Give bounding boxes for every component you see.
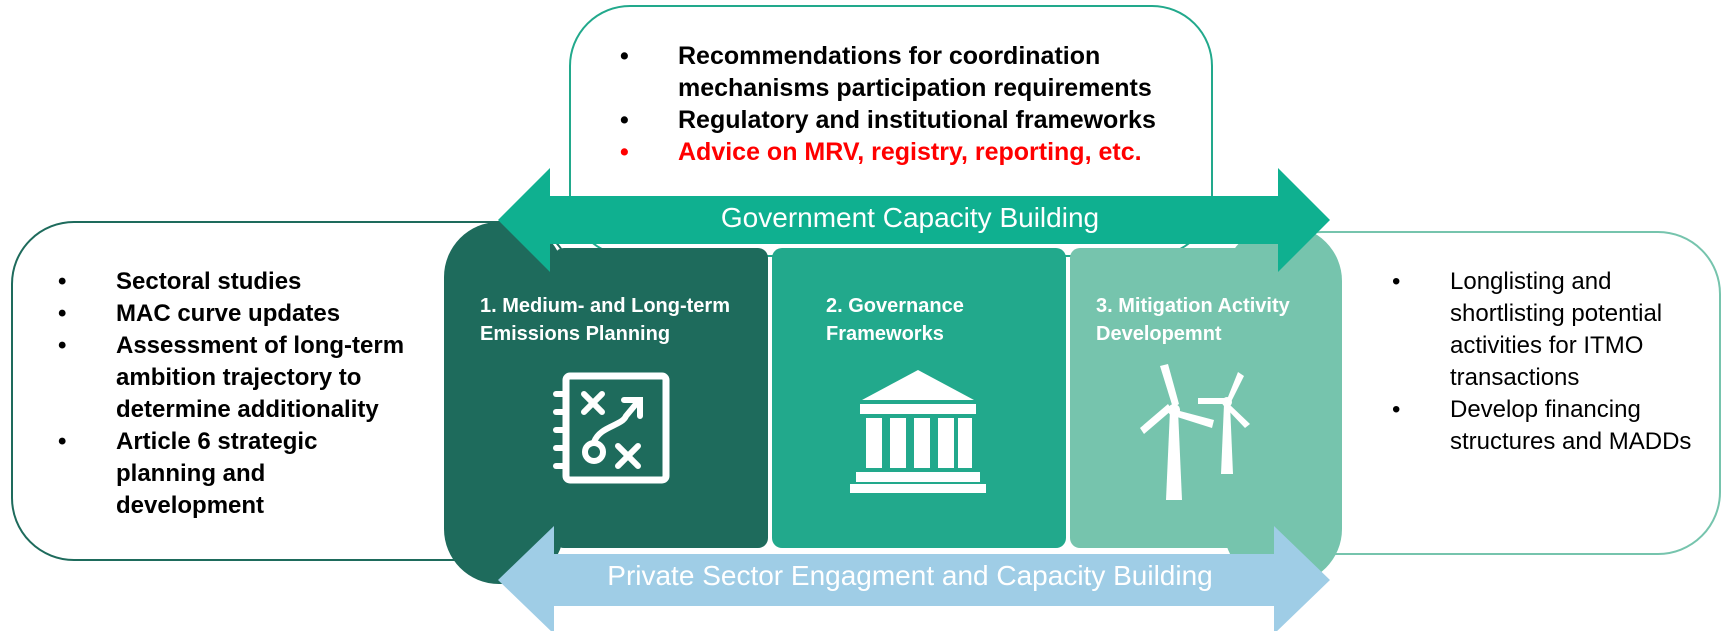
left-list-item: Article 6 strategic planning and develop… bbox=[58, 426, 418, 522]
government-building-icon bbox=[850, 370, 986, 493]
strategy-plan-icon bbox=[553, 372, 670, 484]
right-activity-list: Longlisting and shortlisting potential a… bbox=[1392, 266, 1692, 458]
right-list-item: Longlisting and shortlisting potential a… bbox=[1392, 266, 1692, 394]
right-list-item: Develop financing structures and MADDs bbox=[1392, 394, 1692, 458]
government-capacity-label: Government Capacity Building bbox=[720, 202, 1100, 233]
left-planning-list: Sectoral studies MAC curve updates Asses… bbox=[58, 266, 418, 522]
private-sector-arrow bbox=[498, 526, 1330, 631]
wind-turbine-icon bbox=[1140, 364, 1250, 500]
government-arrow bbox=[498, 168, 1330, 272]
left-pill bbox=[444, 222, 564, 584]
left-list-item: Sectoral studies bbox=[58, 266, 418, 298]
card-1-title: 1. Medium- and Long-term Emissions Plann… bbox=[480, 295, 730, 345]
card-2-title: 2. Governance Frameworks bbox=[826, 295, 964, 345]
top-recommendations-list: Recommendations for coordination mechani… bbox=[620, 40, 1220, 168]
card-3-title: 3. Mitigation Activity Developemnt bbox=[1096, 295, 1290, 345]
left-list-item: Assessment of long-term ambition traject… bbox=[58, 330, 418, 426]
top-list-item: Regulatory and institutional frameworks bbox=[620, 104, 1220, 136]
top-list-item-highlight: Advice on MRV, registry, reporting, etc. bbox=[620, 136, 1220, 168]
private-sector-label: Private Sector Engagment and Capacity Bu… bbox=[607, 560, 1213, 591]
left-list-item: MAC curve updates bbox=[58, 298, 418, 330]
card-1-bg bbox=[554, 248, 768, 548]
top-list-item: Recommendations for coordination mechani… bbox=[620, 40, 1220, 104]
